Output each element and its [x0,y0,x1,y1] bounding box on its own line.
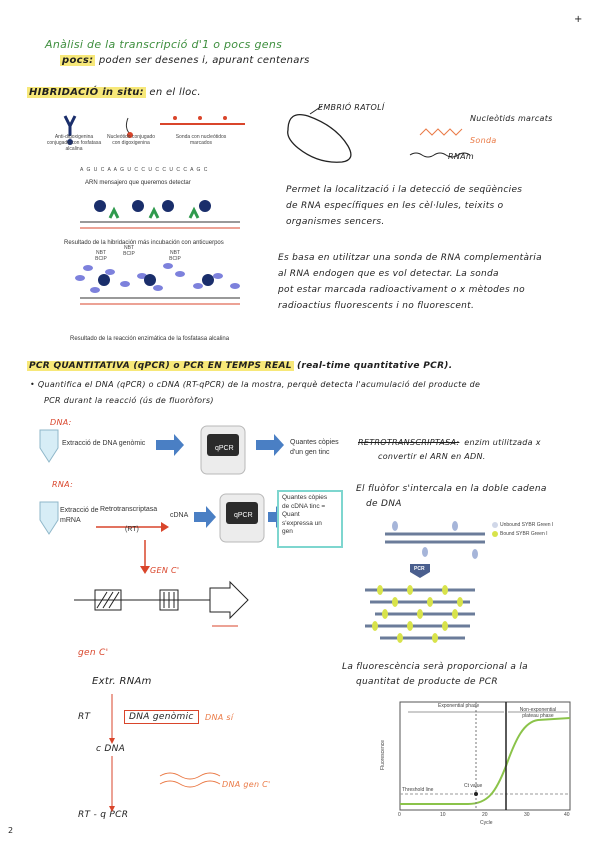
result-1-caption: Resultado de la hibridación más incubaci… [64,240,224,246]
dna-workflow [39,425,286,543]
arn-sequence: A G U C A A G U C C U C C U C C A G C [80,167,209,173]
qpcr-label-1: qPCR [215,445,234,452]
exp-phase-label: Exponential phase [438,703,480,709]
pocs-note: pocs: poden ser desenes i, apurant cente… [60,55,310,66]
nucleotide-icon [125,117,133,138]
pocs-text: poden ser desenes i, apurant centenars [98,55,310,66]
rt-side-label: RT [78,712,91,722]
gen-c-label-2: gen C' [78,648,109,658]
pcr-bullet-line-1: • Quantifica el DNA (qPCR) o cDNA (RT-qP… [30,380,481,389]
y-axis-label: Fluorescence [380,739,387,771]
x-tick-30: 30 [524,812,530,818]
x-tick-10: 10 [440,812,446,818]
hibridacio-heading-rest: en el lloc. [149,87,201,98]
probe-label: Sonda con nucleótidos marcados [175,134,227,146]
x-axis-label: Cycle [480,820,493,826]
nbt-label-2: NBT BCIP [123,245,135,257]
page-number: 2 [8,826,14,835]
page-title: Anàlisi de la transcripció d'1 o pocs ge… [45,38,283,51]
sybr-figure [365,521,498,643]
nbt-label-1: NBT BCIP [95,250,107,262]
nucleotids-label: Nucleòtids marcats [470,114,553,123]
extr-label: Extr. RNAm [92,676,152,687]
x-tick-0: 0 [398,812,401,818]
cdna-hand-label: c DNA [96,744,126,754]
rnam-label: RNAm [448,152,475,161]
sonda-label: Sonda [470,136,497,145]
in-situ-figure [63,115,245,305]
pcr-heading-hl: PCR QUANTITATIVA (qPCR) o PCR EN TEMPS R… [27,361,294,371]
paragraph-sonda: Es basa en utilitzar una sonda de RNA co… [278,253,542,311]
pcr-bullet-line-2: PCR durant la reacció (ús de fluoròfors) [44,396,214,405]
hand-flow-lines [109,694,221,812]
threshold-label: Threshold line [402,787,434,793]
fluor-text: El fluòfor s'intercala en la doble caden… [356,484,547,509]
retro-hl: RETROTRANSCRIPTASA: [358,438,460,447]
pcr-heading: PCR QUANTITATIVA (qPCR) o PCR EN TEMPS R… [27,361,452,371]
embryo-sketch [287,105,471,163]
dna-extract-label: Extracció de DNA genòmic [62,440,146,447]
legend-bound: Bound SYBR Green I [500,531,548,537]
embryo-label: EMBRIÓ RATOLÍ [318,103,385,112]
rt-qpcr-label: RT - q PCR [78,810,129,820]
nucleotide-label: Nucleótido conjugado con digoxigenina [106,134,156,146]
hybrid-row-2 [75,263,240,305]
x-tick-40: 40 [564,812,570,818]
hibridacio-heading-hl: HIBRIDACIÓ in situ: [27,87,146,98]
dna-genomic-box: DNA genòmic [124,710,199,724]
retrotranscriptasa-label: Retrotranscriptasa [100,506,158,513]
antibody-icon [63,115,77,145]
pcr-arrow-label: PCR [414,566,425,572]
probe-icon [160,116,245,125]
ct-label: Ct value [464,783,483,789]
anti-label: Anti-digoxigenina conjugado con fosfatas… [46,134,102,152]
qpcr-label-2: qPCR [234,512,253,519]
retro-definition: RETROTRANSCRIPTASA: enzim utilitzada x c… [358,438,541,461]
result-2-caption: Resultado de la reacción enzimática de l… [70,336,230,342]
rna-label: RNA: [52,480,74,489]
amplification-plot [399,701,571,811]
paragraph-localitzacio: Permet la localització i la detecció de … [286,185,523,227]
plus-mark: + [574,14,583,25]
pcr-heading-rest: (real-time quantitative PCR). [296,361,453,371]
cdna-label: cDNA [170,512,189,519]
dna-si-label: DNA sí [205,713,234,722]
hybrid-row-1 [80,200,240,229]
non-exp-label: Non-exponential plateau phase [519,707,557,719]
dna-label: DNA: [50,418,72,427]
dna-gen-c-label: DNA gen C' [222,780,271,789]
gene-diagram [74,540,249,627]
rt-label: (RT) [125,526,139,533]
gen-c-label-1: GEN C' [150,566,180,575]
hibridacio-heading: HIBRIDACIÓ in situ: en el lloc. [27,87,201,98]
nbt-label-3: NBT BCIP [169,250,181,262]
x-tick-20: 20 [482,812,488,818]
legend-unbound: Unbound SYBR Green I [500,522,554,528]
arn-caption: ARN mensajero que queremos detectar [85,180,191,186]
pocs-label: pocs: [60,55,96,66]
